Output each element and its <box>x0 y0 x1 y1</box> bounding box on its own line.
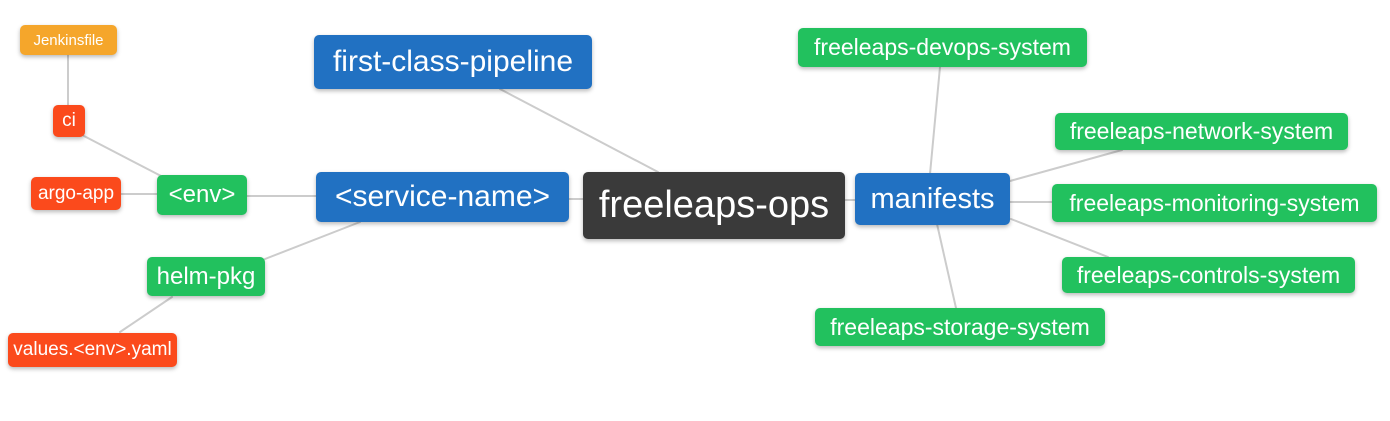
edge-manifests-network-system <box>1009 149 1123 182</box>
node-first-class-pipeline[interactable]: first-class-pipeline <box>314 35 592 89</box>
node-freeleaps-network-system[interactable]: freeleaps-network-system <box>1055 113 1348 150</box>
edge-manifests-devops-system <box>929 66 941 175</box>
node-manifests[interactable]: manifests <box>855 173 1010 225</box>
node-freeleaps-storage-system[interactable]: freeleaps-storage-system <box>815 308 1105 346</box>
node-env[interactable]: <env> <box>157 175 247 215</box>
node-freeleaps-monitoring-system[interactable]: freeleaps-monitoring-system <box>1052 184 1377 222</box>
node-jenkinsfile[interactable]: Jenkinsfile <box>20 25 117 55</box>
node-argo-app[interactable]: argo-app <box>31 177 121 210</box>
node-root-freeleaps-ops[interactable]: freeleaps-ops <box>583 172 845 239</box>
edge-helm-pkg-service-name <box>264 221 361 260</box>
edge-pipeline-root <box>499 88 659 173</box>
node-freeleaps-devops-system[interactable]: freeleaps-devops-system <box>798 28 1087 67</box>
node-values-env-yaml[interactable]: values.<env>.yaml <box>8 333 177 367</box>
node-ci[interactable]: ci <box>53 105 85 137</box>
node-freeleaps-controls-system[interactable]: freeleaps-controls-system <box>1062 257 1355 293</box>
node-service-name[interactable]: <service-name> <box>316 172 569 222</box>
edge-ci-env <box>83 135 164 178</box>
edge-values-helm-pkg <box>119 296 173 333</box>
node-helm-pkg[interactable]: helm-pkg <box>147 257 265 296</box>
edge-manifests-controls-system <box>1010 218 1109 258</box>
edge-manifests-storage-system <box>936 223 957 309</box>
